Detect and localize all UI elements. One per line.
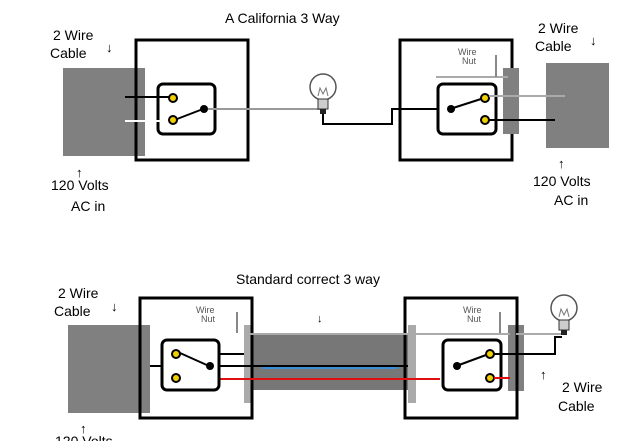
top-right-up-arrow: ↑ bbox=[558, 156, 565, 171]
bottom-right-switch bbox=[441, 338, 503, 392]
bottom-left-down-arrow: ↓ bbox=[111, 299, 118, 314]
top-right-down-arrow: ↓ bbox=[590, 33, 597, 48]
bottom-left-cable-label-1: 2 Wire bbox=[58, 285, 99, 301]
top-right-toggle bbox=[452, 98, 482, 109]
bottom-title: Standard correct 3 way bbox=[236, 271, 380, 287]
bottom-right-terminal-2 bbox=[485, 373, 495, 383]
bottom-bulb-icon bbox=[550, 294, 578, 335]
bottom-right-toggle bbox=[458, 354, 487, 366]
top-right-terminal-2 bbox=[480, 115, 490, 125]
top-left-down-arrow: ↓ bbox=[106, 40, 113, 55]
top-title: A California 3 Way bbox=[225, 10, 340, 26]
bottom-left-volts-1: 120 Volts bbox=[55, 433, 113, 441]
top-left-volts-2: AC in bbox=[71, 198, 105, 214]
bottom-left-up-arrow: ↑ bbox=[80, 421, 87, 436]
top-right-volts-1: 120 Volts bbox=[533, 173, 591, 189]
top-right-cable bbox=[546, 63, 609, 148]
bottom-right-cable-label-2: Cable bbox=[558, 398, 595, 414]
bottom-right-terminal-1 bbox=[485, 349, 495, 359]
bottom-left-wirenut-label-2: Nut bbox=[201, 314, 216, 324]
bottom-left-toggle bbox=[179, 352, 210, 367]
top-left-volts-1: 120 Volts bbox=[51, 177, 109, 193]
top-right-cable-label-1: 2 Wire bbox=[538, 20, 579, 36]
bottom-right-wirenut-label-1: Wire bbox=[463, 305, 482, 315]
bottom-right-common bbox=[453, 362, 461, 370]
bottom-middle-cable-end-left bbox=[244, 325, 252, 403]
top-left-cable-label-2: Cable bbox=[50, 45, 87, 61]
top-right-connector bbox=[503, 68, 519, 134]
top-left-up-arrow: ↑ bbox=[76, 165, 83, 180]
bottom-middle-cable-end-right bbox=[408, 325, 416, 403]
bottom-left-terminal-1 bbox=[171, 349, 181, 359]
bottom-right-wirenut-label-2: Nut bbox=[467, 314, 482, 324]
bottom-middle-cable bbox=[244, 333, 416, 390]
bottom-left-wirenut-label-1: Wire bbox=[196, 305, 215, 315]
top-wirenut-label-2: Nut bbox=[462, 56, 477, 66]
top-left-toggle bbox=[176, 108, 204, 120]
bottom-left-cable-label-2: Cable bbox=[54, 303, 91, 319]
top-bulb-icon bbox=[309, 73, 337, 114]
bottom-left-common bbox=[206, 362, 214, 370]
bottom-left-cable bbox=[68, 325, 150, 413]
top-left-cable-label-1: 2 Wire bbox=[53, 27, 94, 43]
top-return-wire bbox=[322, 108, 455, 125]
top-wirenut-label-1: Wire bbox=[458, 47, 477, 57]
bottom-middle-down-arrow: ↓ bbox=[317, 313, 323, 325]
top-left-switch-box bbox=[134, 38, 250, 162]
top-right-switch bbox=[436, 82, 498, 136]
bottom-right-cable-label-1: 2 Wire bbox=[562, 379, 603, 395]
bottom-left-terminal-2 bbox=[171, 373, 181, 383]
top-left-common bbox=[200, 105, 208, 113]
top-right-terminal-1 bbox=[480, 93, 490, 103]
top-left-terminal-2 bbox=[168, 115, 178, 125]
top-right-common bbox=[447, 105, 455, 113]
top-right-cable-label-2: Cable bbox=[535, 38, 572, 54]
bottom-right-up-arrow: ↑ bbox=[540, 367, 547, 382]
top-left-terminal-1 bbox=[168, 93, 178, 103]
bottom-left-switch-box bbox=[138, 296, 254, 420]
bottom-bulb-wire bbox=[520, 336, 562, 355]
top-right-volts-2: AC in bbox=[554, 192, 588, 208]
top-left-cable bbox=[63, 68, 145, 156]
bottom-right-switch-box bbox=[403, 296, 519, 420]
